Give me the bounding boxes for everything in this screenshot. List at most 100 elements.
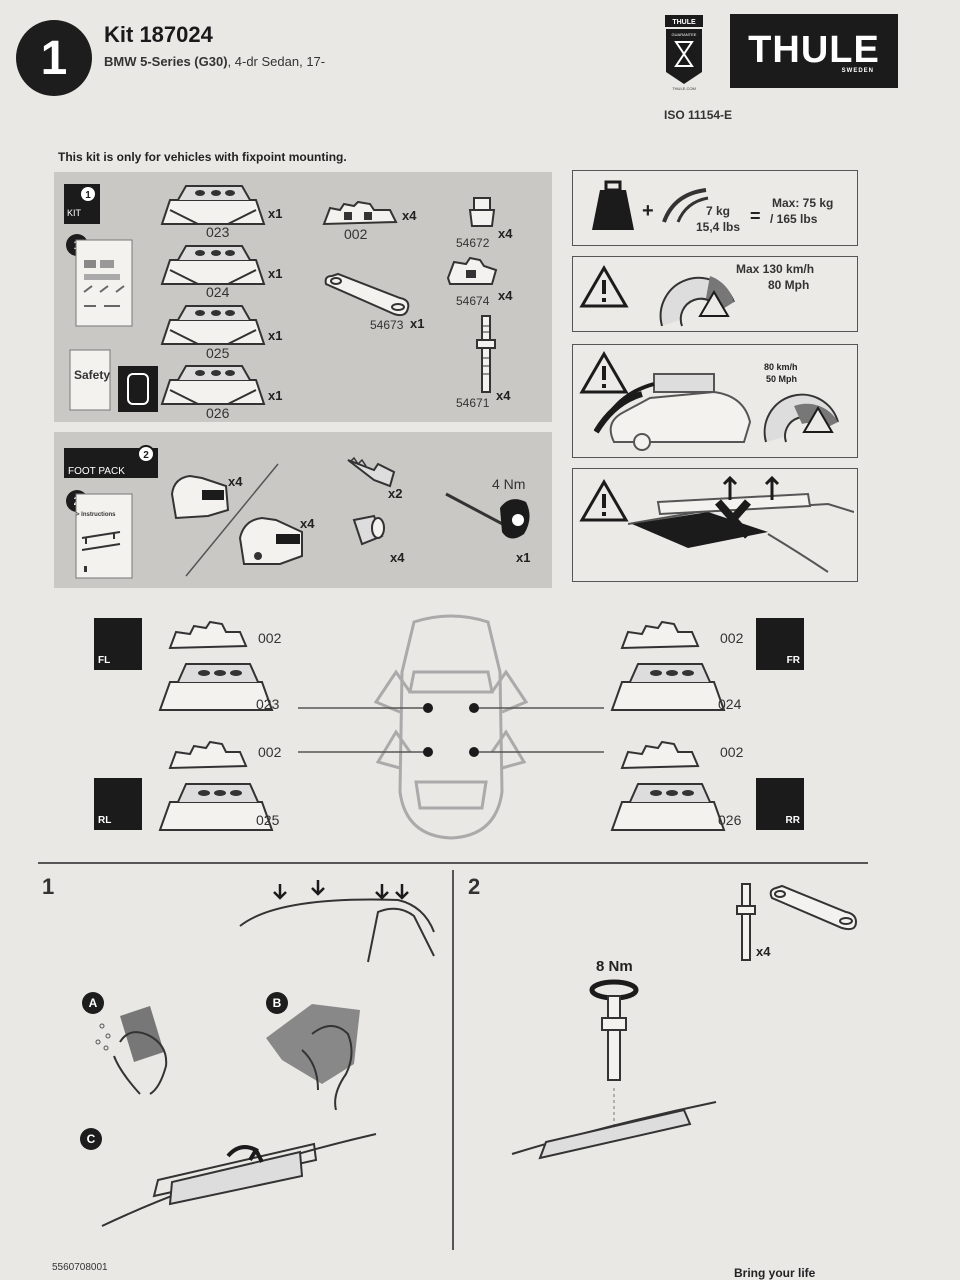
warning-triangle-icon	[579, 479, 629, 522]
tool-torque: 4 Nm	[492, 476, 526, 492]
part-code: 002	[344, 226, 368, 242]
tower-fl-assembly-icon	[158, 620, 274, 711]
instructions-label: > Instructions	[76, 512, 116, 518]
safety-booklet-icon	[69, 349, 158, 412]
speed-limit-2: 80 km/h	[764, 362, 798, 372]
svg-text:GUARANTEE: GUARANTEE	[672, 32, 697, 37]
rl-code: 025	[256, 812, 280, 828]
vehicle-model-name: BMW 5-Series (G30)	[104, 54, 228, 69]
adapter-code: 002	[720, 630, 744, 646]
kit-title: Kit 187024	[104, 22, 213, 47]
roof-fixpoint-icon	[239, 880, 435, 963]
fixpoint-notice: This kit is only for vehicles with fixpo…	[58, 150, 347, 164]
lock-cylinder-icon	[352, 514, 385, 546]
badge-b: B	[266, 992, 288, 1014]
part-qty: x4	[498, 226, 513, 241]
thule-logo: THULE SWEDEN	[730, 14, 898, 88]
tool-qty: x1	[516, 550, 531, 565]
speed-limit-2-mph: 50 Mph	[766, 374, 798, 384]
badge-a: A	[82, 992, 104, 1014]
max-load-lbs: / 165 lbs	[770, 212, 818, 226]
cleaning-hand-icon	[95, 1006, 168, 1095]
tower-025-icon	[160, 305, 266, 345]
warning-triangle-icon	[579, 265, 629, 308]
step-number-badge: 1	[16, 20, 92, 96]
corner-tab-fl: FL	[94, 618, 142, 670]
steps-divider	[452, 870, 454, 1250]
rr-code: 026	[718, 812, 742, 828]
corner-tab-fr: FR	[756, 618, 804, 670]
corner-tab-rr: RR	[756, 778, 804, 830]
foot-pack-box-icon: 2 FOOT PACK	[64, 445, 158, 478]
part-code: 025	[206, 345, 230, 361]
speedometer-icon	[659, 276, 735, 327]
vehicle-model-detail: , 4-dr Sedan, 17-	[227, 54, 326, 69]
bolt-plate-icon	[736, 883, 858, 961]
clip-54674-icon	[446, 256, 498, 285]
safety-label: Safety	[74, 368, 111, 382]
foot-manual-icon	[75, 493, 133, 579]
rack-weight: 7 kg	[706, 204, 731, 218]
torque-tool-icon	[445, 492, 530, 539]
car-top-view-icon	[298, 614, 604, 840]
document-code: 5560708001	[52, 1262, 108, 1273]
fr-code: 024	[718, 696, 742, 712]
foot-large-icon	[238, 516, 303, 565]
torque-bolt-icon	[589, 979, 639, 1081]
tower-rr-assembly-icon	[610, 740, 726, 831]
bolt-qty: x4	[756, 944, 771, 959]
svg-text:KIT: KIT	[67, 208, 82, 218]
part-code: 54674	[456, 294, 490, 308]
tower-023-icon	[160, 185, 266, 225]
plate-54673-icon	[324, 272, 410, 317]
part-qty: x1	[268, 328, 283, 343]
part-qty: x1	[268, 266, 283, 281]
part-code: 54671	[456, 396, 490, 410]
fl-code: 023	[256, 696, 280, 712]
car-roof-lift-icon	[628, 475, 854, 573]
part-code: 023	[206, 224, 230, 240]
part-code: 024	[206, 284, 230, 300]
tower-024-icon	[160, 245, 266, 285]
step-1-number: 1	[42, 874, 55, 899]
adapter-code: 002	[258, 744, 282, 760]
svg-text:THULE: THULE	[672, 19, 696, 26]
iso-standard: ISO 11154-E	[664, 108, 733, 122]
key-icon	[347, 456, 396, 488]
part-qty: x1	[410, 316, 425, 331]
roof-rack-icon	[662, 188, 709, 223]
weight-icon	[592, 180, 634, 230]
max-load: Max: 75 kg	[772, 196, 834, 210]
part-code: 54673	[370, 318, 404, 332]
part-qty: x1	[268, 206, 283, 221]
svg-text:FOOT PACK: FOOT PACK	[68, 466, 125, 477]
part-qty: x4	[496, 388, 511, 403]
adapter-002-icon	[322, 200, 398, 226]
adapter-code: 002	[720, 744, 744, 760]
section-divider	[38, 862, 868, 864]
wiping-hands-icon	[266, 1004, 360, 1110]
brand-sub: SWEDEN	[841, 67, 874, 74]
part-qty: x4	[402, 208, 417, 223]
brand-name: THULE	[748, 28, 880, 71]
panel-divider-line	[185, 463, 279, 577]
tower-026-icon	[160, 365, 266, 405]
fixpoint-rail-icon	[511, 1088, 717, 1160]
max-speed-mph: 80 Mph	[768, 278, 810, 292]
step-2-number: 2	[468, 874, 481, 899]
vehicle-model: BMW 5-Series (G30), 4-dr Sedan, 17-	[104, 54, 325, 69]
instruction-manual-icon	[75, 239, 133, 327]
part-code: 54672	[456, 236, 490, 250]
badge-c: C	[80, 1128, 102, 1150]
part-qty: x4	[498, 288, 513, 303]
svg-text:1: 1	[85, 190, 91, 201]
plus-sign: +	[642, 200, 654, 222]
part-code: 026	[206, 405, 230, 421]
adapter-code: 002	[258, 630, 282, 646]
svg-text:2: 2	[143, 450, 149, 461]
foot-qty: x4	[300, 516, 315, 531]
kit-box-icon: 1 KIT	[64, 184, 100, 224]
rack-weight-lbs: 15,4 lbs	[696, 220, 741, 234]
car-with-load-icon	[594, 373, 752, 451]
speedometer-icon	[763, 393, 839, 443]
